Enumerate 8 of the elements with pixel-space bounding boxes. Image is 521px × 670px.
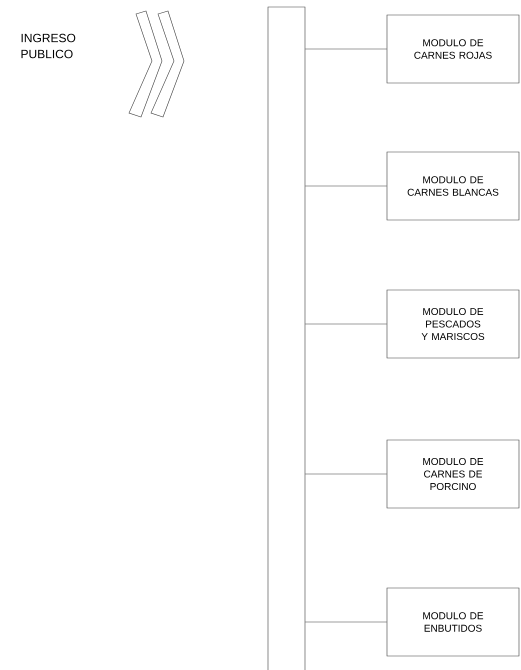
module-box: MODULO DE CARNES BLANCAS: [386, 152, 520, 220]
entrance-label: INGRESO PUBLICO: [22, 34, 76, 58]
module-box: MODULO DE CARNES ROJAS: [386, 14, 520, 84]
module-box: MODULO DE PESCADOS Y MARISCOS: [386, 290, 520, 358]
module-box: MODULO DE ENBUTIDOS: [386, 588, 520, 656]
corridor-bar: [268, 6, 306, 670]
connector-line: [305, 48, 387, 50]
module-box: MODULO DE CARNES DE PORCINO: [386, 440, 520, 508]
